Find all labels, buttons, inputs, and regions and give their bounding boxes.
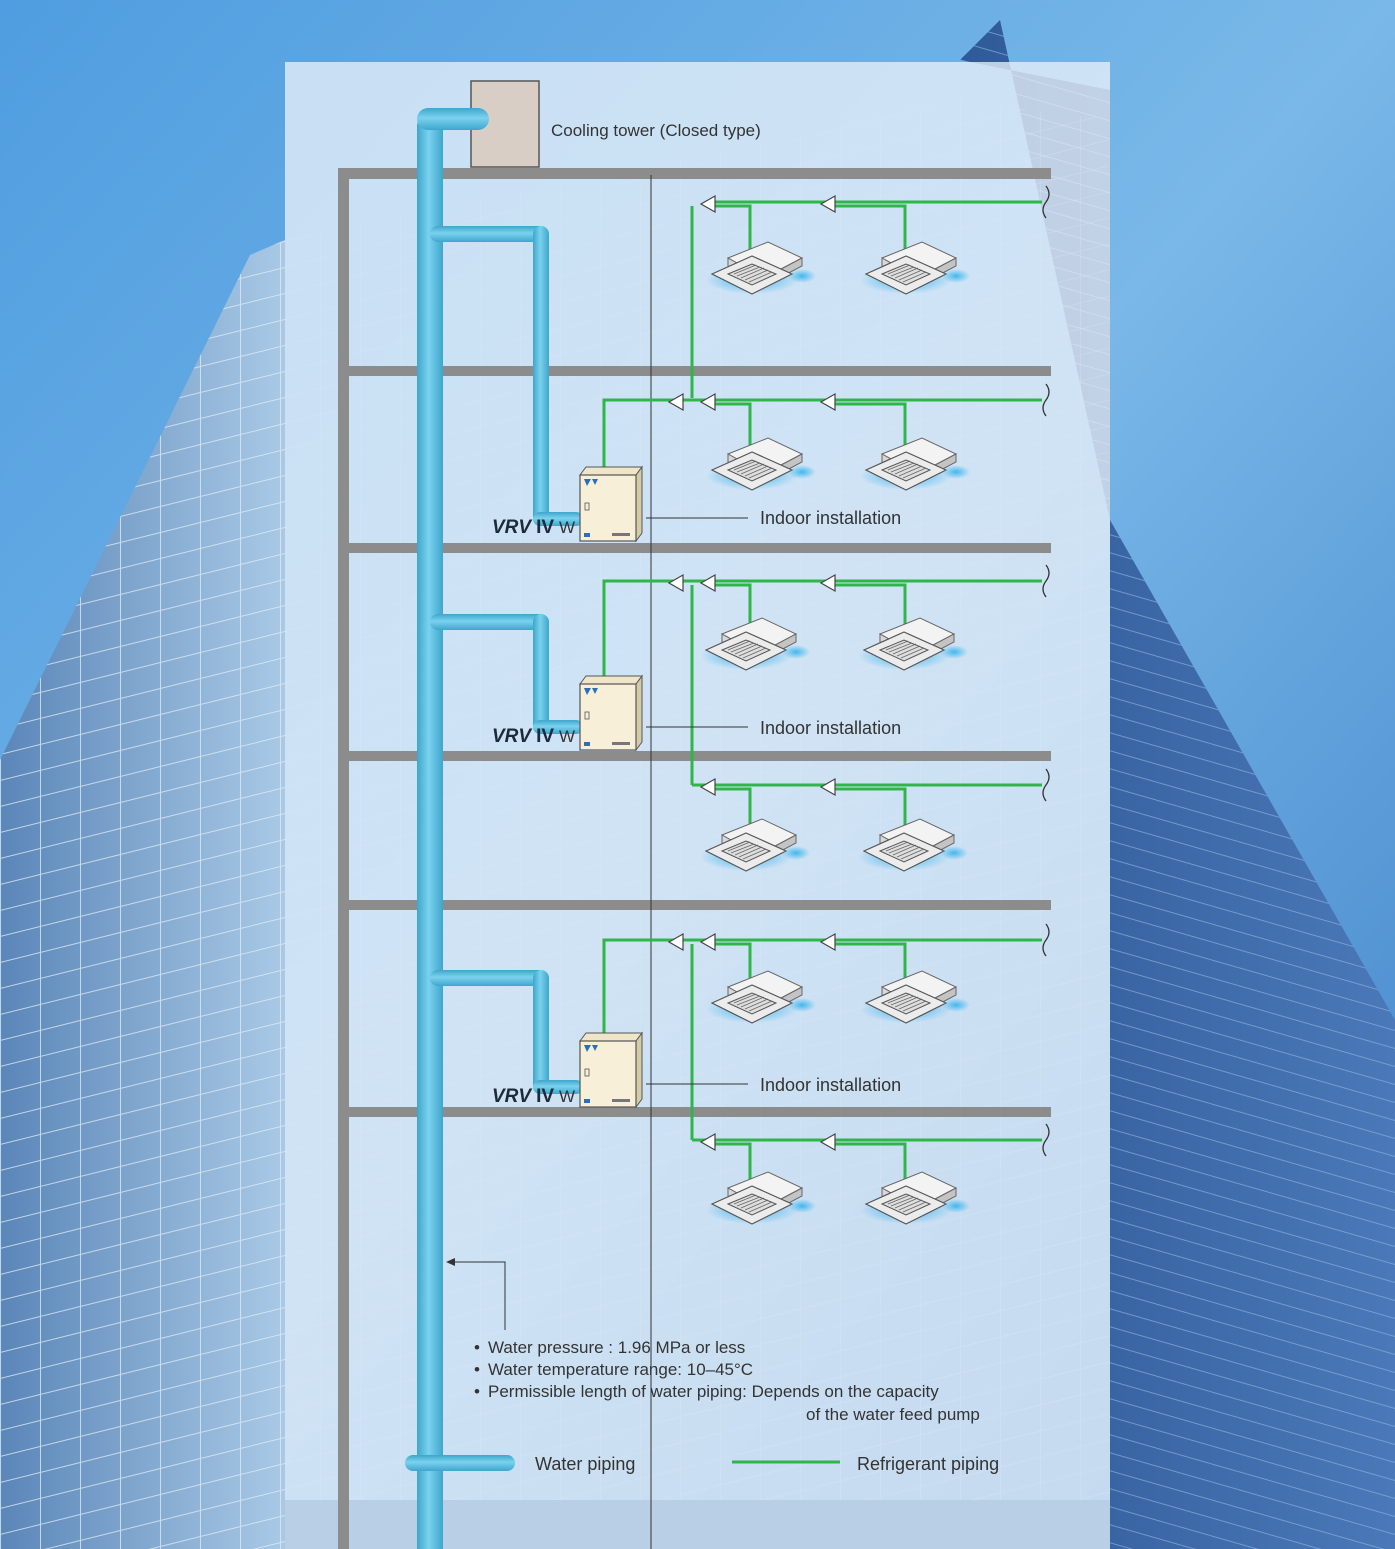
water-cooled-outdoor-unit-icon — [579, 1032, 643, 1108]
cooling-tower-label: Cooling tower (Closed type) — [551, 121, 761, 140]
spec-notes: • Water pressure : 1.96 MPa or less • Wa… — [474, 1338, 980, 1424]
pipe-continuation-marks — [1042, 185, 1050, 1157]
legend-refrigerant-label: Refrigerant piping — [857, 1454, 999, 1474]
note-water-pressure: Water pressure : 1.96 MPa or less — [488, 1338, 745, 1357]
water-cooled-outdoor-unit-icon — [579, 675, 643, 751]
note-piping-length: Permissible length of water piping: Depe… — [488, 1382, 939, 1401]
indoor-installation-label: Indoor installation — [760, 508, 901, 528]
note-piping-length-cont: of the water feed pump — [806, 1405, 980, 1424]
indoor-installation-label: Indoor installation — [760, 718, 901, 738]
note-water-temperature: Water temperature range: 10–45°C — [488, 1360, 753, 1379]
panel-facade-texture — [285, 100, 1110, 1500]
slab-1 — [338, 366, 1051, 376]
note-bullet: • — [474, 1360, 480, 1379]
slab-3 — [338, 751, 1051, 761]
refrigerant-piping — [602, 200, 1042, 1186]
legend-water-swatch — [405, 1455, 515, 1471]
note-bullet: • — [474, 1338, 480, 1357]
water-spec-callout — [446, 1258, 506, 1330]
floor-slabs — [338, 168, 1051, 1549]
water-piping — [417, 108, 583, 1549]
slab-4 — [338, 900, 1051, 910]
slab-2 — [338, 543, 1051, 553]
note-bullet: • — [474, 1382, 480, 1401]
legend: Water piping Refrigerant piping — [405, 1454, 999, 1474]
water-cooled-outdoor-unit-icon — [579, 466, 643, 542]
slab-5 — [338, 1107, 1051, 1117]
legend-water-label: Water piping — [535, 1454, 635, 1474]
indoor-installation-label: Indoor installation — [760, 1075, 901, 1095]
